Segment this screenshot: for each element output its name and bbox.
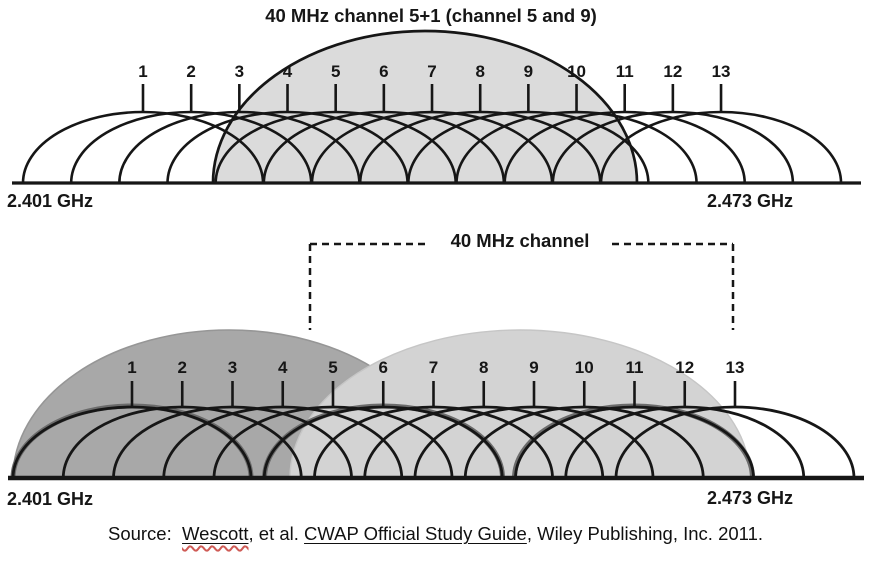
top-channel-label-10: 10 [567,62,586,81]
bottom-channel-label-10: 10 [575,358,594,377]
top-channel-label-1: 1 [138,62,147,81]
bottom-channel-label-6: 6 [379,358,388,377]
top-channel-label-3: 3 [235,62,244,81]
top-channel-label-5: 5 [331,62,340,81]
bottom-channel-label-11: 11 [626,358,644,377]
source-prefix: Source: [107,523,183,544]
bottom-channel-label-5: 5 [328,358,337,377]
top-channel-label-8: 8 [475,62,484,81]
bottom-channel-label-1: 1 [127,358,136,377]
source-author-underlined: Wescott [182,523,248,544]
bottom-channel-label-2: 2 [178,358,187,377]
top-channel-label-11: 11 [616,62,634,81]
bottom-channel-label-3: 3 [228,358,237,377]
top-channel-label-9: 9 [524,62,533,81]
bottom-channel-label-4: 4 [278,358,288,377]
top-channel-label-6: 6 [379,62,388,81]
top-freq-label-left: 2.401 GHz [7,191,93,211]
bottom-channel-label-8: 8 [479,358,488,377]
bottom-channel-label-7: 7 [429,358,438,377]
bottom-freq-label-left: 2.401 GHz [7,489,93,509]
bottom-channel-label-13: 13 [726,358,745,377]
top-channel-label-12: 12 [663,62,682,81]
top-channel-label-7: 7 [427,62,436,81]
source-suffix: , Wiley Publishing, Inc. 2011. [526,523,763,544]
bottom-channel-label-12: 12 [675,358,694,377]
top-freq-label-right: 2.473 GHz [707,191,793,211]
source-author-spellcheck: Wescott [182,523,249,544]
bottom-freq-label-right: 2.473 GHz [707,488,793,508]
top-channel-label-2: 2 [186,62,195,81]
top-diagram-title: 40 MHz channel 5+1 (channel 5 and 9) [265,5,597,26]
bottom-channel-label-9: 9 [529,358,538,377]
bottom-bracket-label: 40 MHz channel [451,230,590,251]
source-book-title: CWAP Official Study Guide [304,523,527,544]
bonded-channel-hump-fill [213,31,637,183]
top-channel-label-4: 4 [283,62,293,81]
source-citation: Source: Wescott, et al. CWAP Official St… [0,523,871,545]
top-channel-label-13: 13 [712,62,731,81]
source-mid: , et al. [248,523,305,544]
